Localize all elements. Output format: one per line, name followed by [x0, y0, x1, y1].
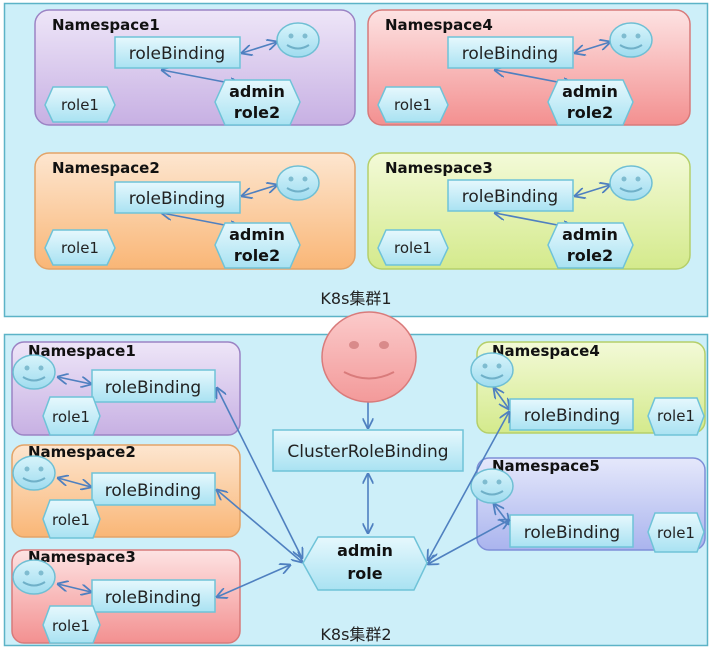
role1-hexagon[interactable]: role1 — [377, 229, 449, 266]
rolebinding-box[interactable]: roleBinding — [91, 579, 216, 613]
namespace-title: Namespace3 — [28, 548, 136, 566]
cluster-user-smiley-icon — [321, 311, 417, 403]
arrow — [575, 42, 610, 53]
c2-namespace4: Namespace4 roleBinding role1 — [470, 341, 706, 436]
role1-label: role1 — [52, 408, 90, 426]
namespace-title: Namespace1 — [52, 16, 160, 34]
rolebinding-box[interactable]: roleBinding — [114, 181, 241, 214]
arrow — [58, 584, 91, 592]
role1-hexagon[interactable]: role1 — [42, 396, 101, 436]
c2-namespace3: Namespace3 roleBinding role1 — [11, 548, 241, 644]
rolebinding-label: roleBinding — [105, 481, 201, 501]
role2-label: role2 — [567, 103, 613, 122]
role1-hexagon[interactable]: role1 — [44, 229, 116, 266]
user-smiley-icon — [276, 165, 320, 201]
admin-label: admin — [229, 82, 285, 101]
arrow-ns5-admin — [428, 520, 509, 564]
namespace-title: Namespace5 — [492, 457, 600, 475]
role1-hexagon[interactable]: role1 — [377, 86, 449, 123]
rolebinding-box[interactable]: roleBinding — [91, 369, 216, 403]
user-smiley-icon — [12, 455, 56, 491]
rolebinding-box[interactable]: roleBinding — [509, 398, 634, 431]
role2-label: role2 — [567, 246, 613, 265]
rolebinding-box[interactable]: roleBinding — [447, 36, 574, 69]
role1-hexagon[interactable]: role1 — [647, 512, 705, 553]
c2-namespace1: Namespace1 roleBinding role1 — [11, 341, 241, 436]
rolebinding-box[interactable]: roleBinding — [447, 179, 574, 212]
c1-namespace2: Namespace2 roleBinding role1 admin role2 — [34, 152, 356, 270]
role1-hexagon[interactable]: role1 — [44, 86, 116, 123]
rolebinding-box[interactable]: roleBinding — [509, 514, 634, 548]
admin-role2-hexagon[interactable]: admin role2 — [214, 79, 301, 126]
arrow — [494, 388, 509, 409]
user-smiley-icon — [609, 22, 653, 58]
role1-label: role1 — [394, 239, 432, 257]
role1-label: role1 — [61, 96, 99, 114]
user-smiley-icon — [12, 559, 56, 595]
rolebinding-label: roleBinding — [524, 523, 620, 543]
rolebinding-label: roleBinding — [105, 378, 201, 398]
cluster-2-label: K8s集群2 — [320, 625, 391, 644]
arrow — [575, 185, 610, 196]
admin-label: admin — [229, 225, 285, 244]
arrow — [58, 478, 91, 487]
arrow — [242, 185, 277, 196]
rolebinding-label: roleBinding — [129, 189, 225, 209]
role1-label: role1 — [52, 617, 90, 635]
arrow-ns2-admin — [217, 490, 302, 562]
namespace-title: Namespace1 — [28, 342, 136, 360]
admin-label: admin — [337, 541, 393, 560]
cluster-1-label: K8s集群1 — [320, 289, 391, 308]
role-label: role — [347, 564, 382, 583]
namespace-title: Namespace2 — [52, 159, 160, 177]
namespace-title: Namespace4 — [385, 16, 493, 34]
admin-label: admin — [562, 225, 618, 244]
c2-namespace2: Namespace2 roleBinding role1 — [11, 443, 241, 539]
admin-role2-hexagon[interactable]: admin role2 — [547, 222, 634, 269]
role1-label: role1 — [394, 96, 432, 114]
c1-namespace1: Namespace1 roleBinding role1 admin role2 — [34, 9, 356, 126]
admin-label: admin — [562, 82, 618, 101]
rolebinding-label: roleBinding — [462, 187, 558, 207]
user-smiley-icon — [470, 352, 514, 388]
role1-hexagon[interactable]: role1 — [42, 605, 101, 644]
role2-label: role2 — [234, 103, 280, 122]
role1-hexagon[interactable]: role1 — [42, 499, 101, 539]
rolebinding-label: roleBinding — [105, 588, 201, 608]
role1-hexagon[interactable]: role1 — [647, 397, 705, 436]
user-smiley-icon — [470, 468, 514, 504]
rolebinding-label: roleBinding — [129, 44, 225, 64]
arrow — [58, 377, 91, 384]
rolebinding-label: roleBinding — [524, 406, 620, 426]
cluster-role-binding-box[interactable]: ClusterRoleBinding — [272, 429, 464, 472]
arrow — [242, 42, 277, 53]
role1-label: role1 — [52, 511, 90, 529]
c2-namespace5: Namespace5 roleBinding role1 — [470, 457, 706, 553]
cluster-2: K8s集群2 Namespace1 roleBinding role1 Name… — [3, 311, 709, 647]
role1-label: role1 — [657, 407, 695, 425]
admin-role-hexagon[interactable]: admin role — [302, 536, 428, 591]
namespace-title: Namespace2 — [28, 443, 136, 461]
cluster-1: K8s集群1 Namespace1 roleBinding role1 admi… — [3, 2, 709, 318]
admin-role2-hexagon[interactable]: admin role2 — [214, 222, 301, 269]
rolebinding-label: roleBinding — [462, 44, 558, 64]
role2-label: role2 — [234, 246, 280, 265]
user-smiley-icon — [12, 354, 56, 390]
rolebinding-box[interactable]: roleBinding — [114, 36, 241, 69]
arrow-ns3-admin — [217, 565, 290, 597]
namespace-title: Namespace4 — [492, 342, 600, 360]
admin-role2-hexagon[interactable]: admin role2 — [547, 79, 634, 126]
rolebinding-box[interactable]: roleBinding — [91, 472, 216, 506]
namespace-title: Namespace3 — [385, 159, 493, 177]
c1-namespace3: Namespace3 roleBinding role1 admin role2 — [367, 152, 691, 270]
role1-label: role1 — [61, 239, 99, 257]
c1-namespace4: Namespace4 roleBinding role1 admin role2 — [367, 9, 691, 126]
cluster-role-binding-label: ClusterRoleBinding — [287, 442, 448, 462]
user-smiley-icon — [609, 165, 653, 201]
user-smiley-icon — [276, 22, 320, 58]
role1-label: role1 — [657, 524, 695, 542]
